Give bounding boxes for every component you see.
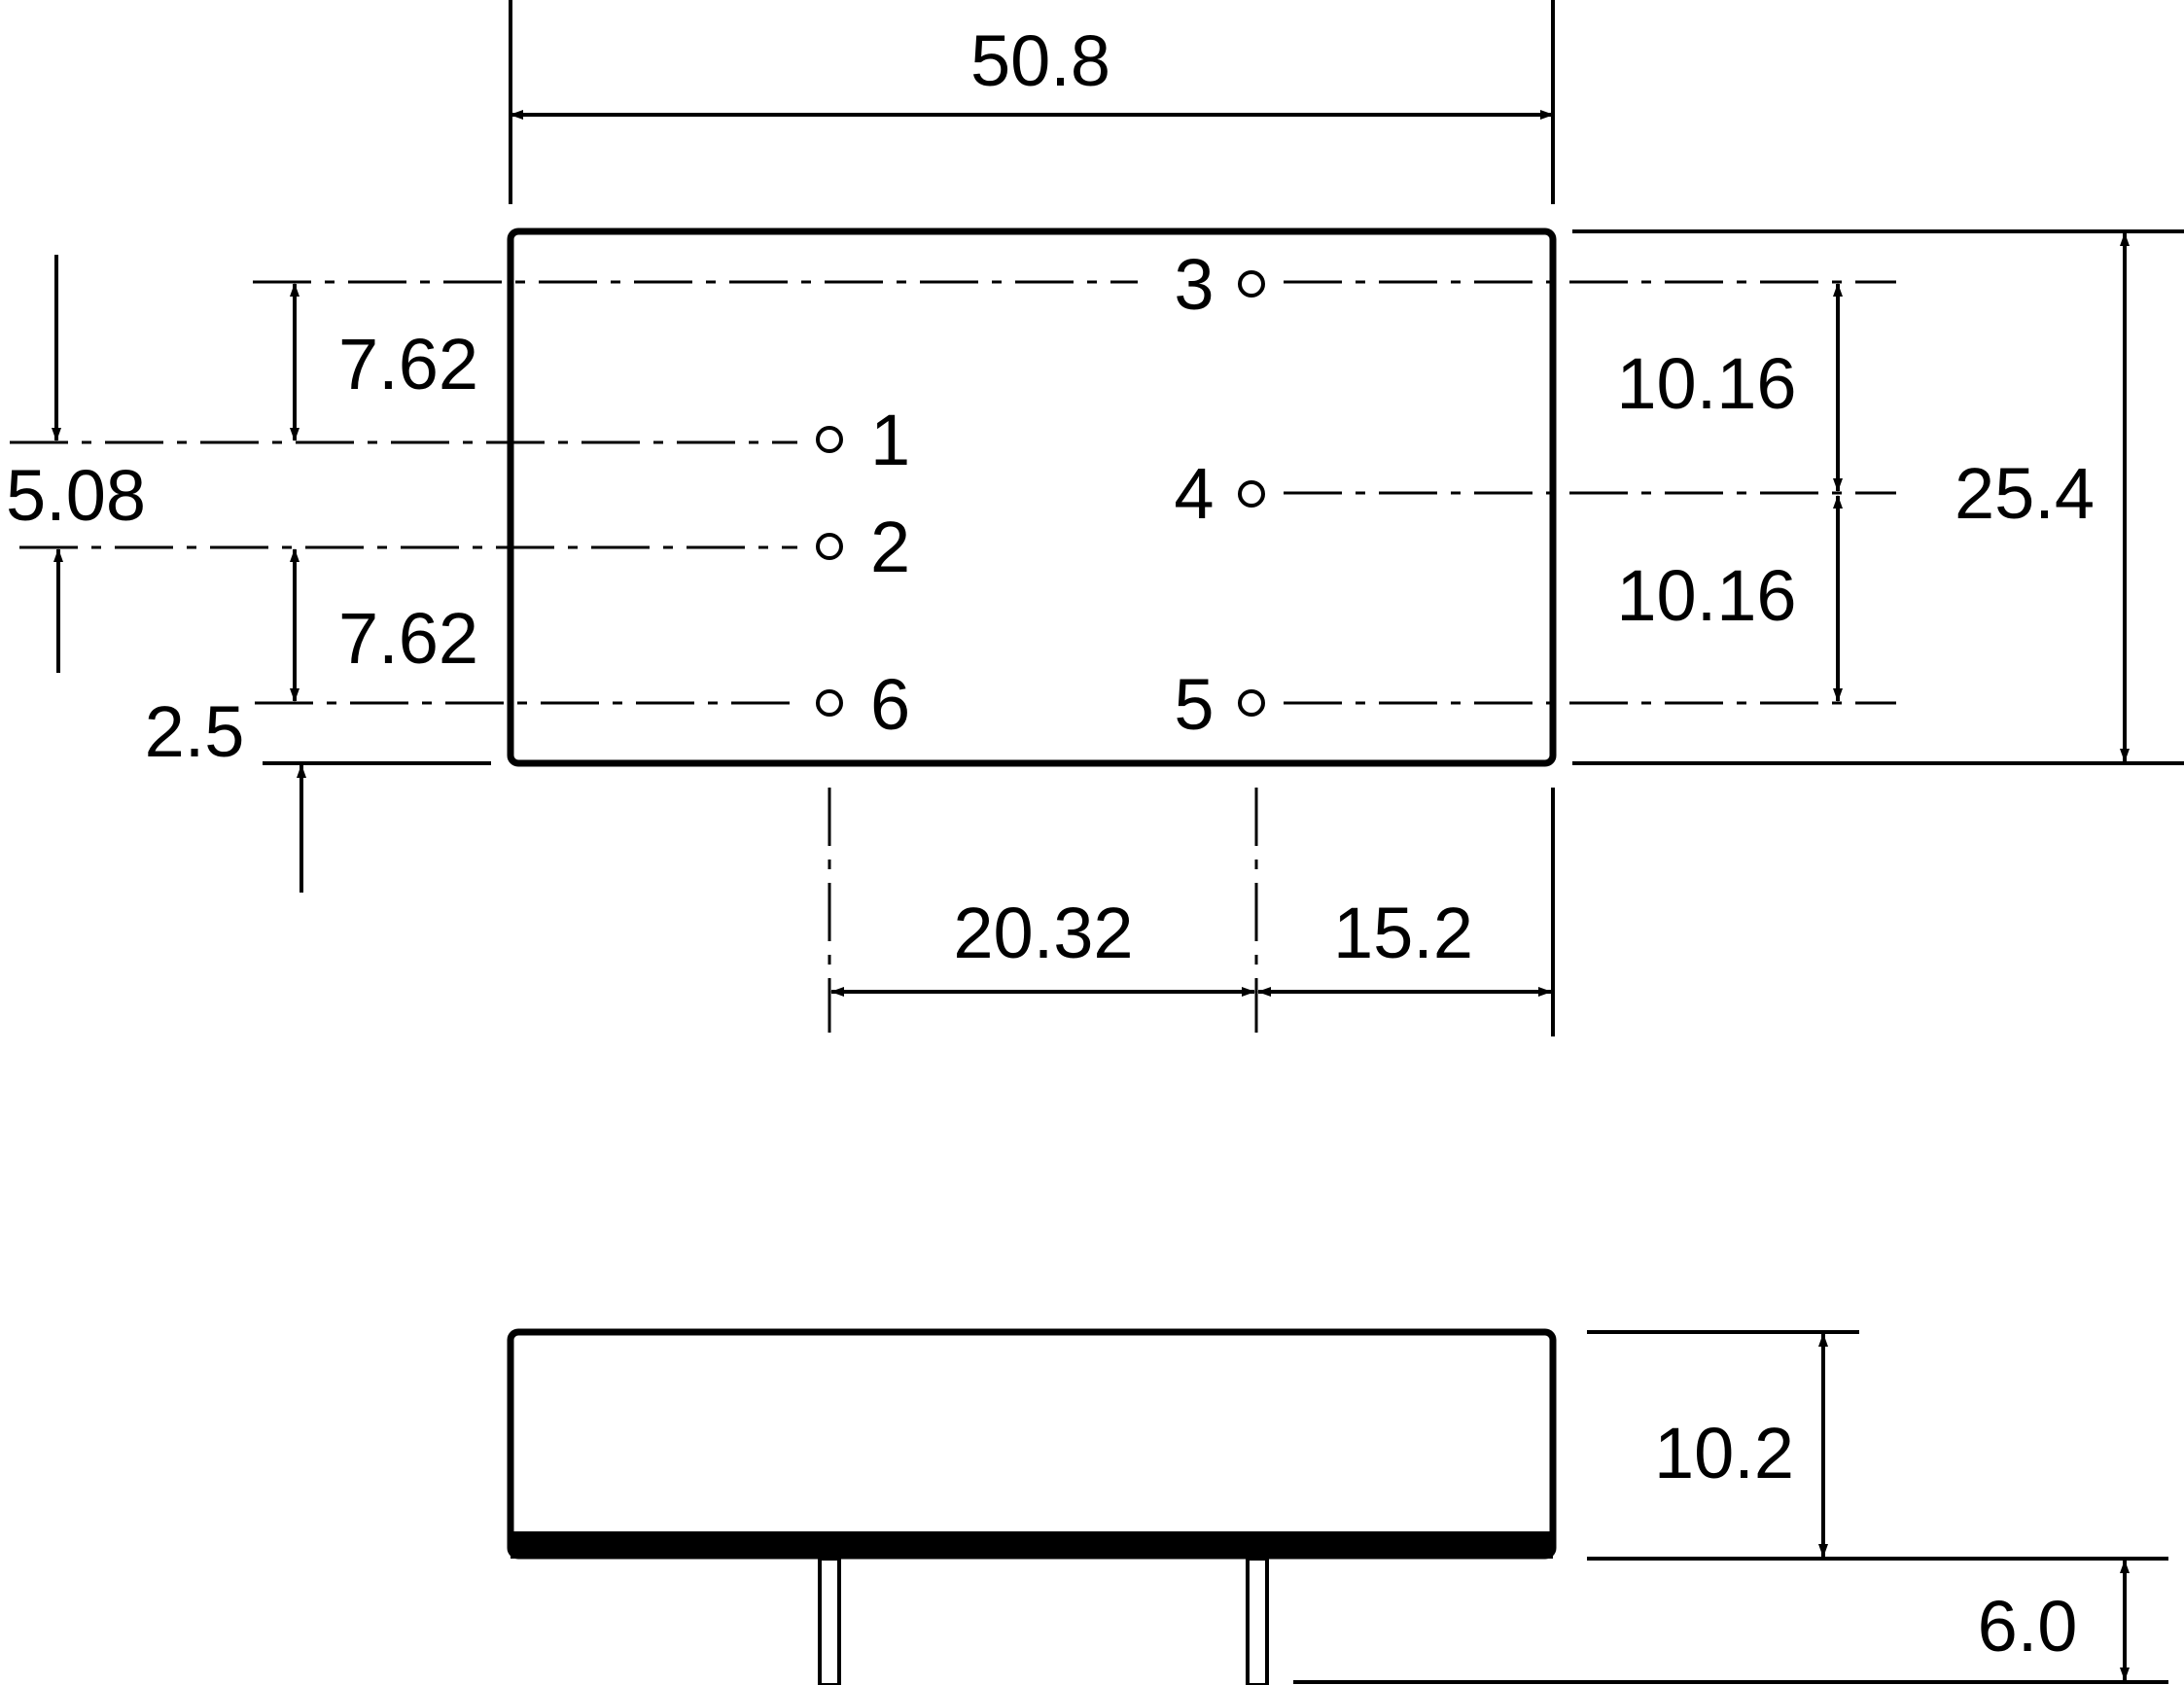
label-left-to-right-column: 20.32 [953, 893, 1133, 973]
pin-6-hole [816, 689, 843, 717]
label-pin4-to-pin5: 10.16 [1616, 555, 1796, 636]
label-pin2-to-pin6: 7.62 [338, 598, 478, 679]
pin-5-label: 5 [1174, 664, 1214, 745]
label-pin6-from-bottom: 2.5 [145, 691, 245, 772]
pin-3-label: 3 [1174, 244, 1214, 325]
pin-3-hole [1238, 270, 1265, 298]
pin-5-hole [1238, 689, 1265, 717]
top-view-outline [507, 228, 1557, 767]
pin-4-label: 4 [1174, 453, 1214, 534]
pin-1-label: 1 [870, 400, 910, 480]
label-pin3-from-top: 7.62 [338, 324, 478, 404]
side-view-body [507, 1328, 1557, 1560]
label-overall-width: 50.8 [970, 20, 1110, 101]
label-pin3-to-pin4: 10.16 [1616, 343, 1796, 424]
pin-2-hole [816, 533, 843, 560]
pin-2-label: 2 [870, 507, 910, 587]
label-pin1-pin2-pitch: 5.08 [6, 455, 146, 536]
pin-6-label: 6 [870, 664, 910, 745]
label-body-height: 10.2 [1654, 1413, 1794, 1493]
pin-4-hole [1238, 480, 1265, 508]
side-view-pin-left [818, 1557, 841, 1685]
label-pin-length: 6.0 [1978, 1586, 2078, 1667]
side-view-base-band [511, 1531, 1553, 1559]
side-view-pin-right [1246, 1557, 1269, 1685]
label-overall-height: 25.4 [1955, 453, 2095, 534]
label-right-column-to-edge: 15.2 [1333, 893, 1473, 973]
pin-1-hole [816, 426, 843, 453]
